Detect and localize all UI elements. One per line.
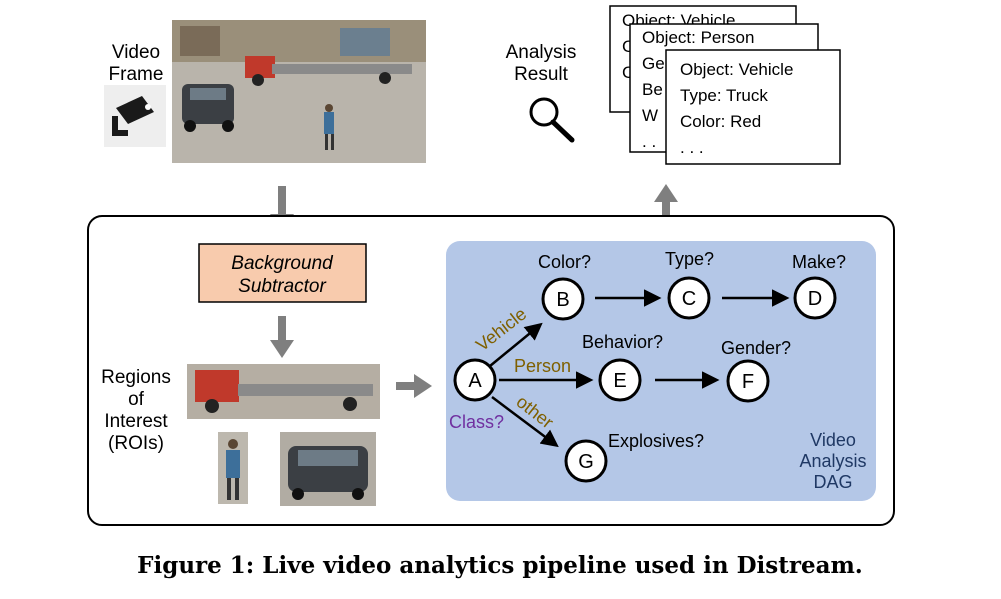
node-g-question: Explosives? [608, 431, 704, 451]
roi-label-line1: Regions [101, 367, 171, 388]
roi-label-line3: Interest [104, 411, 168, 432]
video-frame-label-line1: Video [112, 42, 160, 63]
dag-title-line1: Video [810, 430, 856, 450]
magnifier-icon [529, 97, 575, 143]
roi-label-line4: (ROIs) [108, 433, 164, 454]
card-front-line3: Color: Red [680, 112, 761, 131]
node-f-question: Gender? [721, 338, 791, 358]
node-f: F [726, 359, 770, 403]
camera-icon [104, 85, 166, 147]
card-front-line2: Type: Truck [680, 86, 768, 105]
card-mid-line2: Ge [642, 54, 665, 73]
card-front-line4: . . . [680, 138, 704, 157]
node-f-label: F [742, 371, 754, 393]
roi-person-image [218, 432, 248, 504]
edge-a-g [491, 396, 559, 448]
node-a-question: Class? [449, 412, 504, 432]
background-subtractor-box: Background Subtractor [198, 243, 367, 303]
arrow-rois-to-dag [396, 374, 432, 398]
analysis-result-label-line1: Analysis [506, 42, 577, 63]
bg-sub-line1: Background [231, 253, 334, 274]
dag-title-line3: DAG [813, 472, 852, 492]
node-e-question: Behavior? [582, 332, 663, 352]
edge-a-b [489, 322, 543, 367]
node-b-question: Color? [538, 252, 591, 272]
card-mid-frag2: W [642, 106, 658, 125]
result-card-front: Object: Vehicle Type: Truck Color: Red .… [665, 49, 841, 165]
card-mid-frag1: Be [642, 80, 663, 99]
node-d-question: Make? [792, 252, 846, 272]
card-mid-frag3: . . [642, 132, 656, 151]
node-c-label: C [682, 288, 696, 310]
node-d: D [793, 276, 837, 320]
roi-car-image [280, 432, 376, 506]
node-e: E [598, 358, 642, 402]
video-frame-image [172, 20, 426, 163]
node-a-label: A [468, 370, 482, 392]
node-a: A [453, 358, 497, 402]
analysis-result-label-line2: Result [514, 64, 569, 85]
node-c: C [667, 276, 711, 320]
card-mid-line1: Object: Person [642, 28, 754, 47]
dag-title-line2: Analysis [799, 451, 866, 471]
video-frame-label-line2: Frame [109, 64, 164, 85]
figure-caption: Figure 1: Live video analytics pipeline … [137, 552, 863, 579]
node-c-question: Type? [665, 249, 714, 269]
roi-label-line2: of [128, 389, 145, 410]
dag-edges [489, 289, 790, 448]
edge-label-person: Person [514, 356, 571, 376]
node-g-label: G [578, 451, 594, 473]
arrow-subtractor-to-rois [270, 316, 294, 358]
node-e-label: E [613, 370, 626, 392]
card-front-line1: Object: Vehicle [680, 60, 793, 79]
bg-sub-line2: Subtractor [238, 276, 326, 297]
node-b: B [541, 277, 585, 321]
node-d-label: D [808, 288, 822, 310]
roi-truck-image [187, 364, 380, 419]
node-g: G [564, 439, 608, 483]
node-b-label: B [556, 289, 569, 311]
